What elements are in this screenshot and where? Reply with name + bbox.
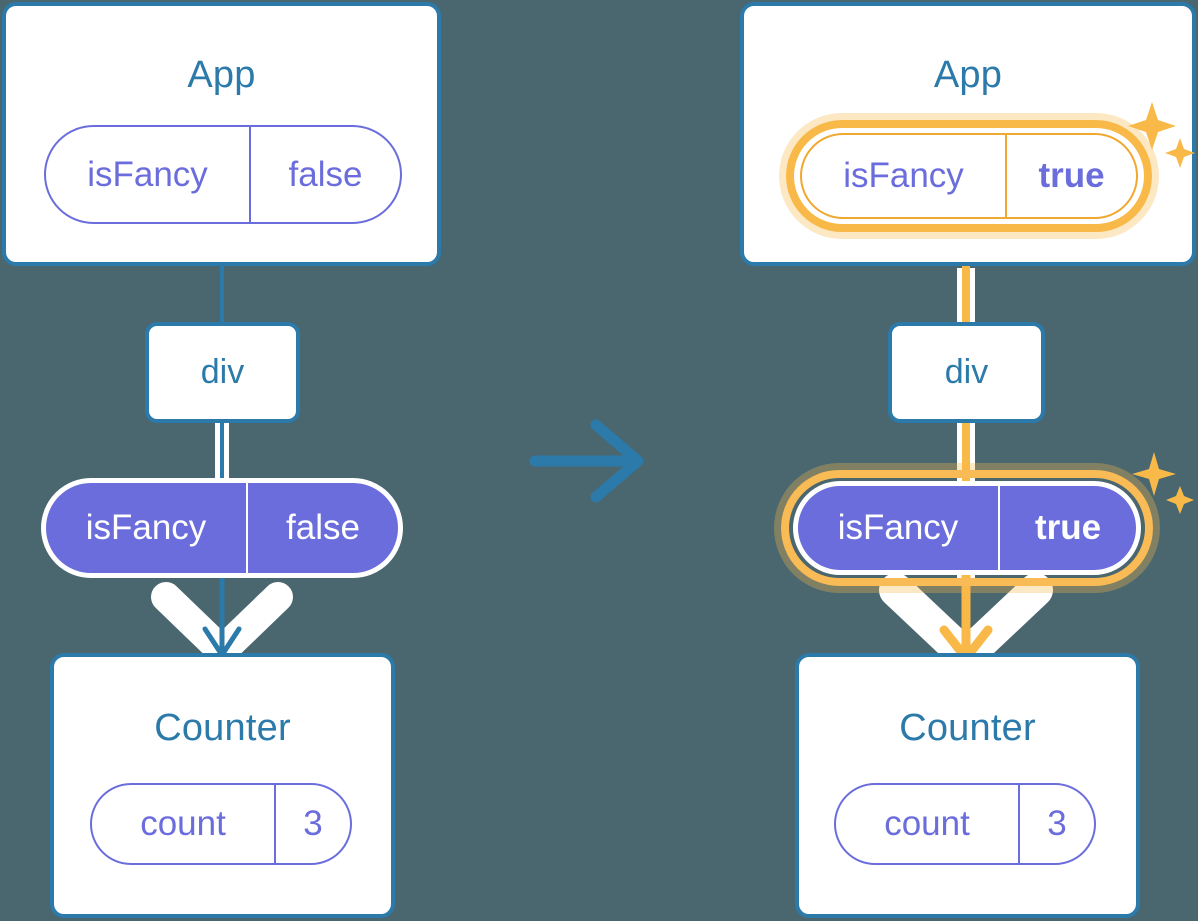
counter-title-before: Counter xyxy=(154,707,291,749)
counter-state-key-after: count xyxy=(884,804,970,843)
app-state-value-after: true xyxy=(1005,135,1136,217)
app-title-before: App xyxy=(187,54,256,96)
app-state-value-before: false xyxy=(249,127,400,222)
transition-arrow-icon xyxy=(529,419,644,503)
app-state-pill-before: isFancy false xyxy=(44,125,402,224)
div-element-label-before: div xyxy=(200,353,245,391)
app-state-key-before: isFancy xyxy=(87,154,208,194)
counter-state-value-after: 3 xyxy=(1018,785,1094,863)
prop-key-after: isFancy xyxy=(837,508,959,547)
div-element-box-after: div xyxy=(888,322,1045,423)
div-element-label-after: div xyxy=(944,353,989,391)
counter-state-pill-after: count 3 xyxy=(834,783,1096,865)
prop-value-after: true xyxy=(998,486,1136,570)
counter-state-key-before: count xyxy=(140,804,226,843)
prop-pill-before: isFancy false xyxy=(41,478,403,578)
app-state-key-after: isFancy xyxy=(843,156,964,195)
prop-key-before: isFancy xyxy=(85,508,207,547)
div-element-box-before: div xyxy=(145,322,300,423)
app-title-after: App xyxy=(933,54,1003,96)
app-state-pill-after: isFancy true xyxy=(800,133,1138,219)
prop-pill-after: isFancy true xyxy=(793,481,1141,575)
counter-title-after: Counter xyxy=(899,707,1036,749)
counter-state-pill-before: count 3 xyxy=(90,783,352,865)
counter-state-value-before: 3 xyxy=(274,785,350,863)
prop-value-before: false xyxy=(246,483,398,573)
